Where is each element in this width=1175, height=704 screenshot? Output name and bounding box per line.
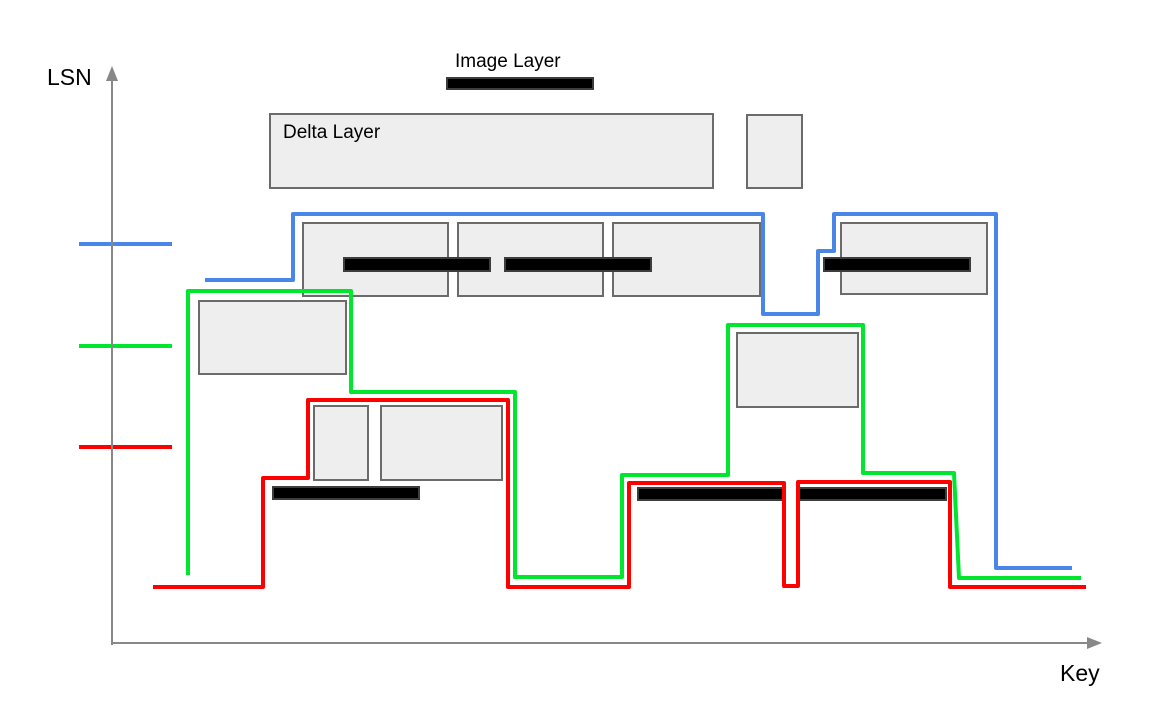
y-axis-label: LSN — [47, 64, 92, 90]
delta-layer-rect — [198, 300, 347, 375]
x-axis-arrow-icon — [1087, 637, 1102, 649]
delta-layer-label: Delta Layer — [283, 122, 381, 143]
delta-layer-rect — [736, 332, 859, 408]
delta-layer-rect — [269, 113, 714, 189]
image-layer-bar — [798, 487, 947, 501]
delta-layer-rect — [746, 114, 803, 189]
image-layer-bar — [446, 77, 594, 90]
delta-layer-rect — [380, 405, 503, 481]
image-layer-bar — [272, 486, 420, 500]
y-axis-arrow-icon — [106, 66, 118, 81]
image-layer-bar — [343, 257, 491, 272]
image-layer-legend-label: Image Layer — [455, 51, 561, 72]
image-layer-bar — [504, 257, 652, 272]
green-lsn-line — [186, 289, 1081, 580]
blue-lsn-line — [205, 212, 1072, 570]
image-layer-bar — [823, 257, 971, 272]
image-layer-bar — [637, 487, 785, 501]
x-axis-label: Key — [1060, 660, 1100, 686]
red-lsn-line — [153, 398, 1086, 589]
delta-layer-rect — [313, 405, 369, 481]
